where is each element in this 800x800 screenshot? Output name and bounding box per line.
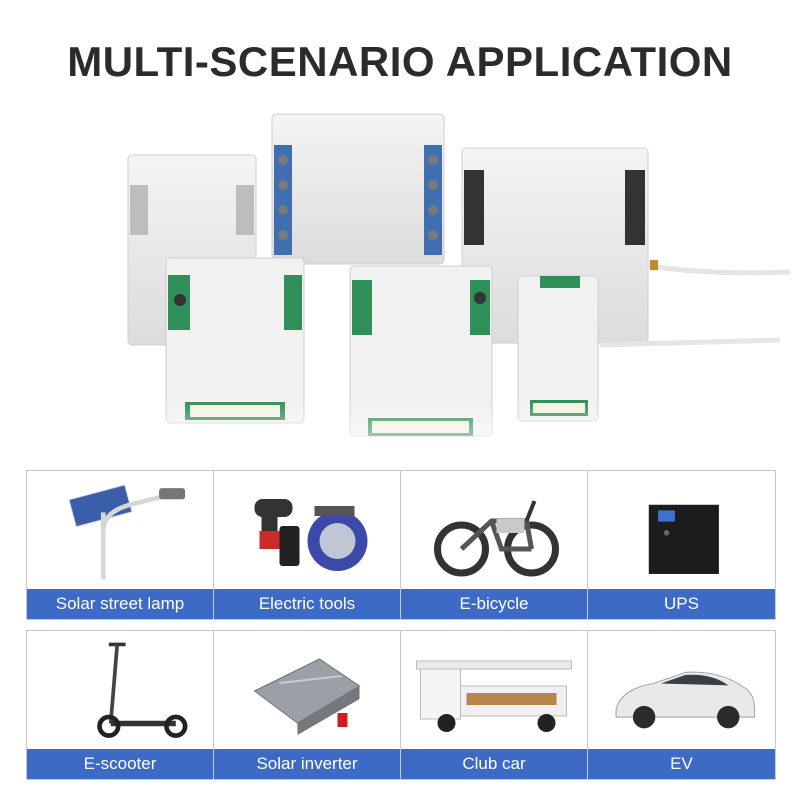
club-car-icon — [401, 631, 587, 749]
application-card-solar-inverter: Solar inverter — [214, 631, 401, 779]
application-label: EV — [588, 749, 775, 779]
page-title: MULTI-SCENARIO APPLICATION — [67, 38, 733, 85]
e-scooter-icon — [27, 631, 213, 749]
application-label: E-bicycle — [401, 589, 587, 619]
application-label: Solar inverter — [214, 749, 400, 779]
board-back-center — [271, 113, 445, 265]
application-label: Club car — [401, 749, 587, 779]
application-card-solar-street-lamp: Solar street lamp — [27, 471, 214, 619]
solar-street-lamp-icon — [27, 471, 213, 589]
application-card-club-car: Club car — [401, 631, 588, 779]
application-label: UPS — [588, 589, 775, 619]
application-card-electric-tools: Electric tools — [214, 471, 401, 619]
solar-inverter-icon — [214, 631, 400, 749]
application-card-e-scooter: E-scooter — [27, 631, 214, 779]
application-label: Solar street lamp — [27, 589, 213, 619]
bms-boards-image — [0, 100, 800, 470]
application-card-ev: EV — [588, 631, 775, 779]
application-label: Electric tools — [214, 589, 400, 619]
application-card-ups: UPS — [588, 471, 775, 619]
application-label: E-scooter — [27, 749, 213, 779]
applications-row-1: Solar street lamp Electric tools — [26, 470, 776, 620]
ups-icon — [588, 471, 775, 589]
application-card-e-bicycle: E-bicycle — [401, 471, 588, 619]
board-front-right — [517, 275, 599, 422]
applications-row-2: E-scooter Solar inverter Club car — [26, 630, 776, 780]
board-back-right — [461, 147, 791, 348]
ev-car-icon — [588, 631, 775, 749]
electric-tools-icon — [214, 471, 400, 589]
e-bicycle-icon — [401, 471, 587, 589]
board-front-left — [165, 257, 305, 424]
